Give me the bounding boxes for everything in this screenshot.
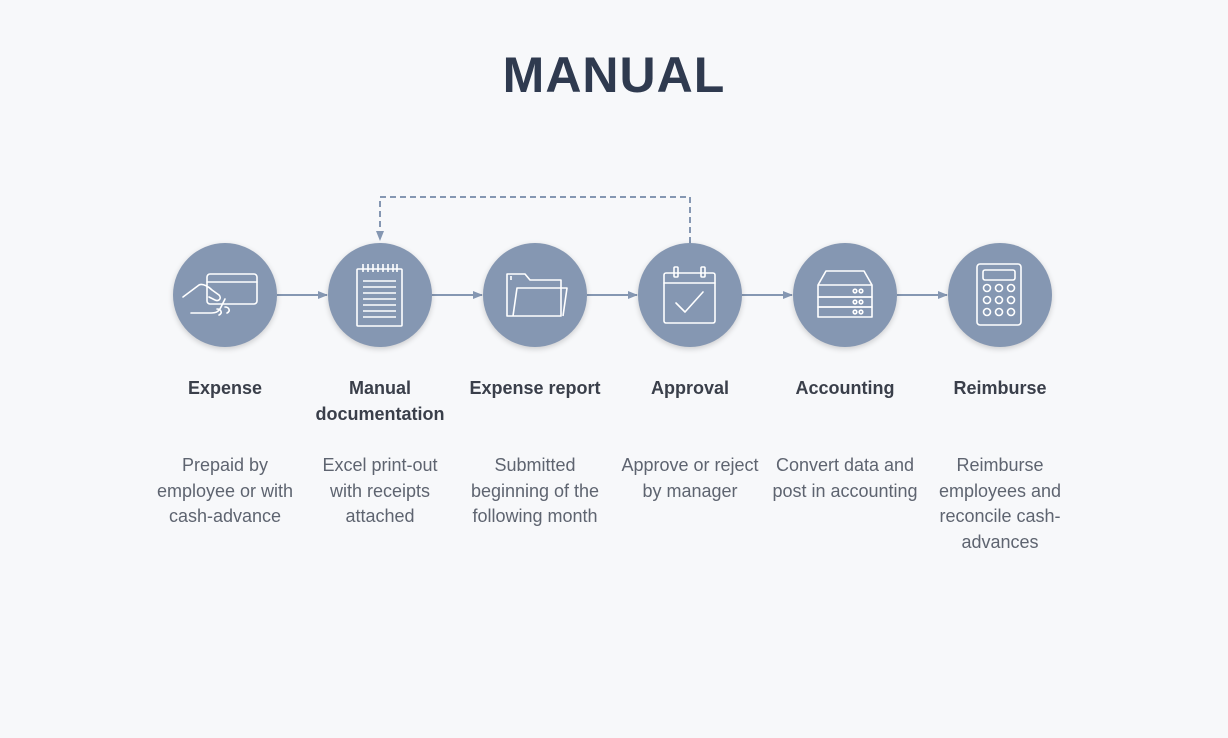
page-title: MANUAL xyxy=(502,47,726,103)
step-reimburse-node xyxy=(948,243,1052,347)
step-approval-node xyxy=(638,243,742,347)
folder-icon xyxy=(506,273,568,317)
step-desc-expense: Prepaid by employee or with cash-advance xyxy=(156,455,294,526)
step-desc-reimburse: Reimburse employees and reconcile cash-a… xyxy=(938,455,1062,552)
step-title-reimburse: Reimburse xyxy=(953,378,1047,398)
step-documentation-node xyxy=(328,243,432,347)
credit-card-hand-icon xyxy=(182,273,258,316)
step-expense-node xyxy=(173,243,277,347)
step-desc-expense-report: Submitted beginning of the following mon… xyxy=(470,455,600,526)
step-title-expense-report: Expense report xyxy=(469,378,601,398)
server-drawers-icon xyxy=(817,270,873,318)
notepad-icon xyxy=(356,264,403,327)
step-desc-accounting: Convert data and post in accounting xyxy=(772,455,918,501)
step-desc-manual-documentation: Excel print-out with receipts attached xyxy=(322,455,438,526)
step-title-manual-documentation: Manual documentation xyxy=(315,378,445,424)
step-report-node xyxy=(483,243,587,347)
calendar-check-icon xyxy=(663,266,716,324)
step-accounting-node xyxy=(793,243,897,347)
step-title-approval: Approval xyxy=(650,378,729,398)
step-title-expense: Expense xyxy=(187,378,263,398)
rejection-loop-arrow xyxy=(376,196,691,243)
step-desc-approval: Approve or reject by manager xyxy=(621,455,759,501)
step-title-accounting: Accounting xyxy=(795,378,895,398)
calculator-icon xyxy=(976,263,1022,326)
